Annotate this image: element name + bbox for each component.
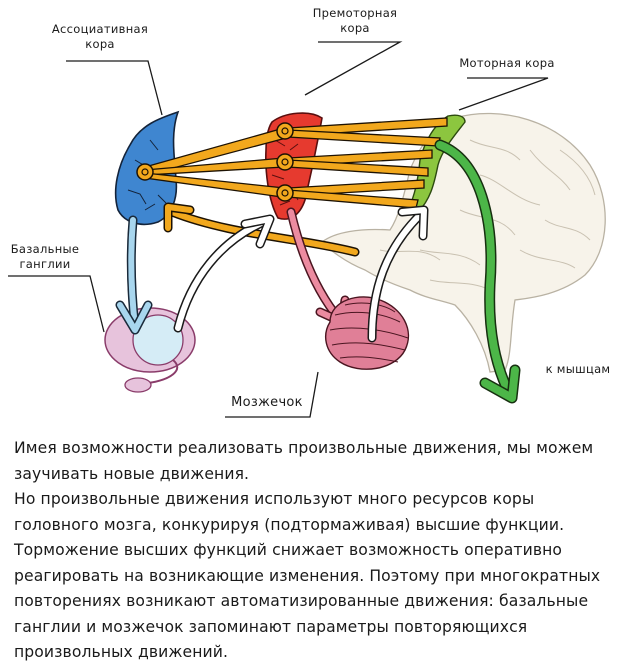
label-line: кора (340, 21, 370, 35)
label-basal-ganglia: Базальные ганглии (0, 242, 90, 272)
label-motor-cortex: Моторная кора (452, 56, 562, 71)
arrow-associative-to-basal-ganglia (115, 215, 153, 335)
label-premotor-cortex: Премоторная кора (300, 6, 410, 36)
caption-paragraph-2: Но произвольные движения используют мног… (14, 490, 565, 534)
label-line: Ассоциативная (51, 22, 149, 36)
leader-cerebellum (225, 371, 319, 418)
motor-control-diagram (8, 41, 606, 418)
leader-lines (8, 41, 549, 418)
cerebellum-shape (324, 296, 410, 370)
label-line: Моторная кора (459, 56, 555, 70)
label-cerebellum: Мозжечок (222, 395, 312, 410)
leader-basal-ganglia (8, 275, 105, 333)
arrow-to-muscles (434, 139, 521, 404)
label-line: ганглии (19, 257, 71, 271)
label-line: кора (85, 37, 115, 51)
label-associative-cortex: Ассоциативная кора (40, 22, 160, 52)
label-line: Базальные (10, 242, 80, 256)
caption-text: Имея возможности реализовать произвольны… (14, 436, 619, 666)
label-line: Премоторная (312, 6, 398, 20)
leader-associative (66, 60, 163, 116)
arrow-basal-ganglia-to-premotor (173, 214, 275, 333)
leader-motor (458, 77, 549, 111)
caption-paragraph-3: Торможение высших функций снижает возмож… (14, 541, 601, 661)
label-to-muscles: к мышцам (528, 362, 625, 377)
leader-premotor (304, 41, 403, 96)
label-line: к мышцам (545, 362, 611, 376)
arrow-cerebellum-to-motor (367, 205, 429, 343)
caption-paragraph-1: Имея возможности реализовать произвольны… (14, 439, 594, 483)
label-line: Мозжечок (231, 395, 303, 410)
